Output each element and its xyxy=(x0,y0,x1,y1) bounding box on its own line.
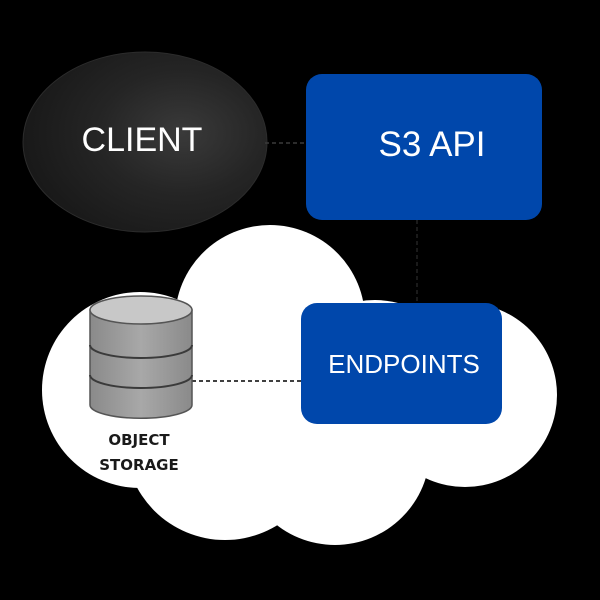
object-storage-label-line2: STORAGE xyxy=(99,456,179,474)
client-node xyxy=(22,51,268,233)
client-label: CLIENT xyxy=(82,121,203,159)
endpoints-label: ENDPOINTS xyxy=(328,349,480,379)
s3-api-box xyxy=(306,74,542,220)
object-storage-label-line1: OBJECT xyxy=(108,431,170,449)
endpoints-box xyxy=(301,303,502,424)
database-cylinder-icon xyxy=(89,295,193,419)
s3-api-label: S3 API xyxy=(378,125,485,164)
